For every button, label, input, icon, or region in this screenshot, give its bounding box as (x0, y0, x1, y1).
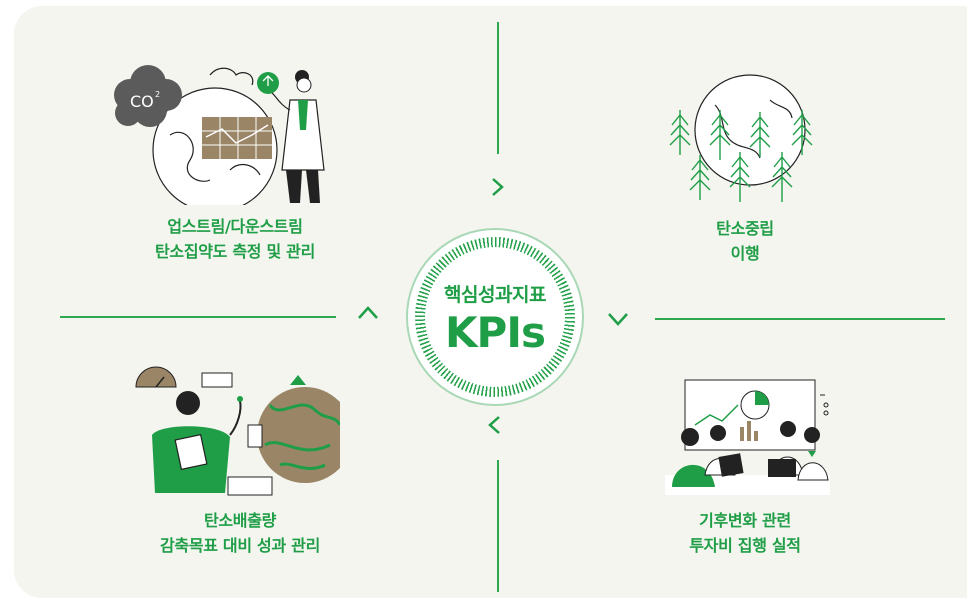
carbon-intensity-illustration: CO 2 (114, 65, 325, 205)
climate-investment-illustration (665, 379, 830, 495)
connector-line-bottom (497, 460, 499, 592)
kpi-subtitle: 핵심성과지표 (444, 284, 546, 306)
item-emission-reduction-line2: 감축목표 대비 성과 관리 (159, 536, 320, 555)
item-carbon-neutral: 탄소중립 이행 (650, 216, 840, 266)
emission-reduction-illustration (135, 366, 340, 496)
item-carbon-neutral-line1: 탄소중립 (716, 219, 774, 238)
chevron-up-icon (358, 306, 378, 319)
pine-trees (669, 110, 813, 202)
co2-cloud: CO 2 (114, 65, 182, 127)
chevron-right-icon (492, 178, 504, 196)
co2-label: CO (130, 92, 154, 111)
trend-chart (202, 117, 272, 159)
item-carbon-neutral-line2: 이행 (730, 244, 760, 263)
item-emission-reduction-line1: 탄소배출량 (203, 511, 277, 530)
chevron-down-icon (608, 313, 628, 326)
item-emission-reduction: 탄소배출량 감축목표 대비 성과 관리 (120, 508, 360, 558)
person-with-tablet (152, 391, 243, 493)
item-climate-investment-line2: 투자비 집행 실적 (689, 536, 801, 555)
gauge-icon (135, 366, 177, 388)
kpi-ring-inner (425, 247, 565, 387)
dashboard-board (684, 379, 816, 451)
kpi-title: KPIs (445, 308, 546, 357)
item-carbon-intensity-line2: 탄소집약도 측정 및 관리 (154, 242, 315, 261)
item-carbon-intensity: 업스트림/다운스트림 탄소집약도 측정 및 관리 (110, 214, 360, 264)
scientist-figure (257, 70, 325, 203)
item-climate-investment-line1: 기후변화 관련 (699, 511, 791, 530)
item-carbon-intensity-line1: 업스트림/다운스트림 (167, 217, 303, 236)
meeting-people (672, 421, 829, 487)
co2-subscript: 2 (155, 90, 160, 99)
connector-line-right (655, 318, 945, 320)
item-climate-investment: 기후변화 관련 투자비 집행 실적 (650, 508, 840, 558)
carbon-neutral-illustration (669, 74, 813, 202)
kpi-center-badge: 핵심성과지표 KPIs (406, 228, 584, 406)
chevron-left-icon (488, 416, 500, 434)
connector-line-left (60, 316, 336, 318)
connector-line-top (497, 22, 499, 154)
